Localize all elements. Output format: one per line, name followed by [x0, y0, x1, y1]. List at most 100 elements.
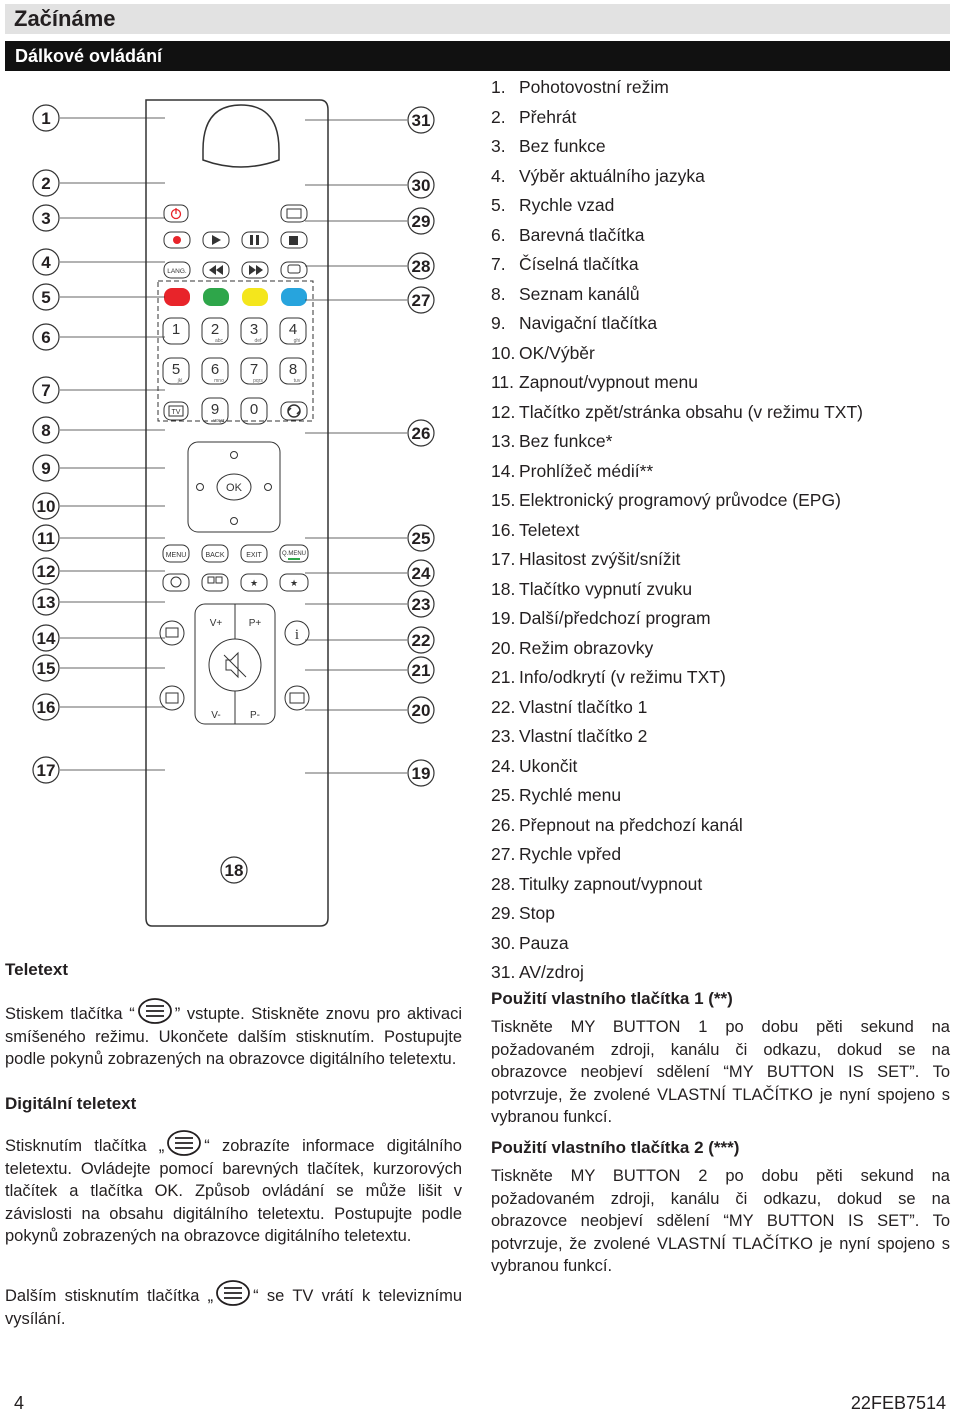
callout-label: 6 [41, 328, 50, 347]
legend-number: 22. [491, 696, 516, 717]
callout-18: 18 [220, 856, 248, 884]
legend-number: 11. [491, 372, 515, 392]
my-button-1-text: Tiskněte MY BUTTON 1 po dobu pěti sekund… [491, 1018, 950, 1126]
callout-19: 19 [305, 759, 435, 787]
callout-label: 19 [412, 764, 431, 783]
legend-number: 7. [491, 254, 506, 274]
legend-number: 29. [491, 903, 516, 923]
legend-number: 31. [491, 962, 516, 982]
digital-teletext-heading: Digitální teletext [5, 1094, 137, 1113]
document-code: 22FEB7514 [850, 1393, 946, 1413]
my-button-1-heading: Použití vlastního tlačítka 1 (**) [491, 989, 733, 1008]
legend-item: 27.Rychle vpřed [491, 840, 951, 870]
teletext-paragraph-2: Stisknutím tlačítka „“ zobrazíte informa… [5, 1129, 462, 1248]
svg-text:LANG.: LANG. [167, 268, 187, 275]
fast-forward-button [241, 261, 269, 279]
standby-button [163, 204, 189, 223]
blue-key [281, 288, 307, 306]
callout-label: 4 [41, 253, 51, 272]
legend-number: 24. [491, 755, 516, 776]
callout-7: 7 [32, 376, 165, 404]
legend-text: Režim obrazovky [519, 637, 654, 658]
callout-numbers: 1234567891011121314151617313029282726252… [32, 104, 435, 884]
yellow-key [242, 288, 268, 306]
swap-button [280, 401, 308, 421]
svg-text:TV: TV [172, 409, 181, 416]
legend-text: Pauza [519, 932, 569, 953]
legend-text: OK/Výběr [519, 342, 595, 363]
legend-text: Rychlé menu [519, 785, 622, 805]
legend-number: 4. [491, 165, 506, 186]
teletext-paragraph-1: Stiskem tlačítka “” vstupte. Stiskněte z… [5, 997, 462, 1071]
legend-text: Prohlížeč médií** [519, 460, 654, 481]
callout-29: 29 [305, 207, 435, 235]
callout-label: 14 [37, 629, 56, 648]
callout-15: 15 [32, 654, 165, 682]
legend-item: 16.Teletext [491, 516, 951, 546]
legend-text: Titulky zapnout/vypnout [519, 873, 703, 894]
teletext-p3-after: “ se TV vrátí k televiznímu vysílání. [5, 1287, 462, 1328]
digit-label: 6 [211, 361, 219, 378]
legend-number: 19. [491, 608, 516, 628]
teletext-icon [167, 1130, 202, 1156]
callout-20: 20 [305, 696, 435, 724]
callout-label: 23 [412, 595, 431, 614]
callout-16: 16 [32, 693, 165, 721]
callout-11: 11 [32, 524, 165, 552]
legend-item: 18.Tlačítko vypnutí zvuku [491, 575, 951, 605]
callout-10: 10 [32, 492, 165, 520]
callout-label: 15 [37, 659, 56, 678]
legend-item: 25.Rychlé menu [491, 781, 951, 811]
my-button-2-section: Použití vlastního tlačítka 2 (***) Tiskn… [491, 1137, 950, 1278]
teletext-p2-before: Stisknutím tlačítka „ [5, 1137, 165, 1155]
digit-letters: jkl [177, 378, 183, 384]
callout-label: 16 [37, 698, 56, 717]
callout-28: 28 [305, 252, 435, 280]
my-button-2-text: Tiskněte MY BUTTON 2 po dobu pěti sekund… [491, 1167, 950, 1275]
legend-item: 15.Elektronický programový průvodce (EPG… [491, 486, 951, 516]
legend-item: 19.Další/předchozí program [491, 604, 951, 634]
rewind-button [202, 261, 230, 279]
qmenu-button: Q.MENU [279, 544, 309, 563]
legend-item: 26.Přepnout na předchozí kanál [491, 811, 951, 841]
callout-label: 26 [412, 424, 431, 443]
legend-text: Seznam kanálů [519, 283, 640, 304]
svg-text:i: i [295, 627, 299, 643]
ir-window [202, 104, 280, 168]
teletext-p3-before: Dalším stisknutím tlačítka „ [5, 1287, 214, 1305]
svg-text:P-: P- [250, 710, 260, 721]
green-key [203, 288, 229, 306]
legend-number: 20. [491, 637, 516, 658]
teletext-paragraph-3: Dalším stisknutím tlačítka „“ se TV vrát… [5, 1279, 462, 1330]
legend-number: 8. [491, 283, 506, 304]
legend-text: Info/odkrytí (v režimu TXT) [519, 667, 726, 687]
legend-number: 13. [491, 431, 516, 451]
exit-button: EXIT [240, 544, 268, 563]
callout-21: 21 [305, 656, 435, 684]
callout-3: 3 [32, 204, 165, 232]
teletext-icon [216, 1280, 251, 1306]
info-button: i [284, 620, 310, 646]
legend-text: Elektronický programový průvodce (EPG) [519, 490, 841, 510]
callout-label: 11 [37, 529, 55, 548]
callout-label: 2 [41, 174, 50, 193]
svg-text:★: ★ [250, 579, 258, 589]
legend-number: 5. [491, 195, 506, 215]
section-title: Dálkové ovládání [15, 46, 163, 66]
callout-label: 29 [412, 212, 431, 231]
legend-number: 21. [491, 667, 516, 687]
svg-text:P+: P+ [249, 618, 262, 629]
svg-text:EXIT: EXIT [246, 552, 262, 559]
legend-text: Další/předchozí program [519, 608, 711, 628]
teletext-heading: Teletext [5, 960, 68, 979]
svg-text:MENU: MENU [166, 552, 187, 559]
legend-number: 10. [491, 342, 516, 363]
mute-button [208, 638, 262, 692]
legend-number: 3. [491, 136, 506, 156]
callout-label: 13 [37, 593, 56, 612]
